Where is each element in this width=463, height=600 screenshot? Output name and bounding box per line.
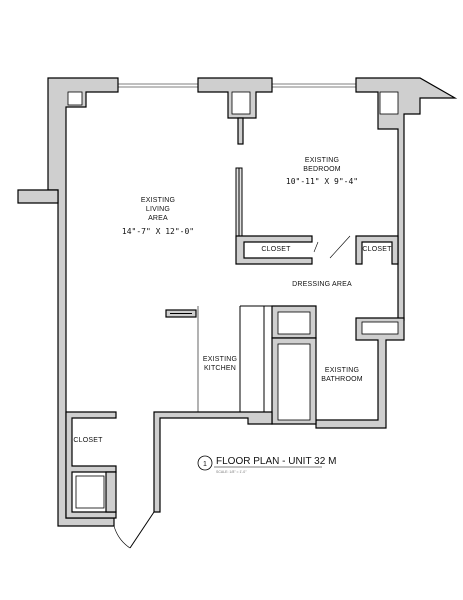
wall-left-stub xyxy=(17,189,59,204)
drawing-scale: SCALE: 1/8" = 1'-0" xyxy=(216,470,247,474)
label-closet-entry: CLOSET xyxy=(73,437,103,444)
svg-text:EXISTING: EXISTING xyxy=(203,356,237,363)
wall-dressing-closet xyxy=(355,235,399,265)
svg-text:KITCHEN: KITCHEN xyxy=(204,365,236,372)
label-closet-bedroom: CLOSET xyxy=(261,246,291,253)
label-living: EXISTING LIVING AREA 14"-7" X 12"-0" xyxy=(122,197,194,236)
wall-kitchen-bottom xyxy=(153,411,273,513)
wall-notch-center xyxy=(231,91,251,115)
svg-text:EXISTING: EXISTING xyxy=(325,367,359,374)
wall-left-exterior xyxy=(47,77,119,527)
svg-text:BEDROOM: BEDROOM xyxy=(303,166,341,173)
wall-right-lower xyxy=(315,317,405,429)
svg-text:EXISTING: EXISTING xyxy=(305,157,339,164)
label-kitchen: EXISTING KITCHEN xyxy=(203,356,237,372)
wall-bedroom-closet xyxy=(235,235,313,265)
label-dressing-area: DRESSING AREA xyxy=(292,281,352,288)
drawing-number: 1 xyxy=(203,461,207,468)
label-closet-dressing: CLOSET xyxy=(362,246,392,253)
wall-right-exterior xyxy=(355,77,458,321)
wall-stub-center xyxy=(237,117,244,145)
wall-notch-left xyxy=(67,91,83,106)
title-block: 1 FLOOR PLAN - UNIT 32 M SCALE: 1/8" = 1… xyxy=(197,455,336,474)
svg-text:14"-7" X 12"-0": 14"-7" X 12"-0" xyxy=(122,227,194,236)
wall-bath-inset xyxy=(361,321,399,335)
label-bathroom: EXISTING BATHROOM xyxy=(321,367,363,383)
entry-closet-box xyxy=(105,471,117,513)
drawing-number-circle xyxy=(197,455,213,471)
wall-notch-right xyxy=(379,91,399,115)
entry-door xyxy=(113,511,155,549)
svg-text:BATHROOM: BATHROOM xyxy=(321,376,363,383)
svg-text:LIVING: LIVING xyxy=(146,206,170,213)
svg-text:10"-11" X 9"-4": 10"-11" X 9"-4" xyxy=(286,177,358,186)
drawing-title: FLOOR PLAN - UNIT 32 M xyxy=(216,456,336,467)
svg-text:EXISTING: EXISTING xyxy=(141,197,175,204)
window-lines xyxy=(118,83,356,88)
label-bedroom: EXISTING BEDROOM 10"-11" X 9"-4" xyxy=(286,157,358,186)
svg-text:AREA: AREA xyxy=(148,215,168,222)
